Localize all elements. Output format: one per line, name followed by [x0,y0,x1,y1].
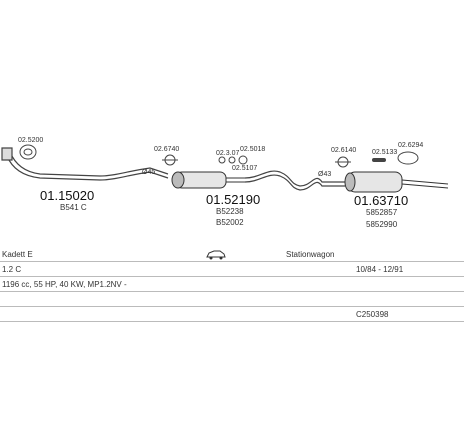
info-row-model: Kadett E Stationwagon [0,247,464,262]
engine-spec: 1196 cc, 55 HP, 40 KW, MP1.2NV - [2,280,127,289]
rear-hanger-code: 02.6140 [331,147,356,154]
front-pipe-oe-no: B541 C [60,203,87,212]
info-row-empty [0,292,464,307]
rear-silencer[interactable] [344,171,449,193]
rear-hanger-2-code: 02.6294 [398,142,423,149]
center-silencer[interactable] [171,171,245,189]
catalog-code: C250398 [356,310,389,319]
front-clamp-code: 02.5200 [18,137,43,144]
front-pipe[interactable] [1,147,169,181]
center-clamps-icon [218,155,248,165]
rear-silencer-oe-no-2: 5852990 [366,220,398,229]
rear-hanger-2-icon [397,151,419,165]
center-silencer-oe-no-2: B52002 [216,218,244,227]
rubber-mount-icon [372,158,386,162]
car-icon [206,250,226,260]
front-clamp-icon [19,144,37,160]
exhaust-system-diagram: 02.5200 01.15020 B541 C Ø45 02.6740 02.3… [1,137,449,229]
center-silencer-oe-no-1: B52238 [216,207,244,216]
rear-pipe-diameter: Ø43 [318,171,331,178]
production-years: 10/84 - 12/91 [356,265,404,274]
center-hanger-code: 02.6740 [154,146,179,153]
info-row-spec: 1196 cc, 55 HP, 40 KW, MP1.2NV - [0,277,464,292]
model-name: Kadett E [2,250,33,259]
info-row-code: C250398 [0,307,464,322]
center-clamp1-code: 02.3.07 [216,150,239,157]
front-pipe-part-no: 01.15020 [40,188,94,203]
engine: 1.2 C [2,265,22,274]
middle-pipe[interactable] [244,170,345,191]
center-clamp3-code: 02.5107 [232,165,257,172]
body-type: Stationwagon [286,250,335,259]
front-pipe-diameter: Ø45 [142,169,155,176]
rear-hanger-icon [335,156,351,168]
rubber-mount-code: 02.5133 [372,149,397,156]
rear-silencer-part-no: 01.63710 [354,193,408,208]
center-clamp2-code: 02.5018 [240,146,265,153]
vehicle-info-table: Kadett E Stationwagon 1.2 C 10/84 - 12/9… [0,247,464,337]
rear-silencer-oe-no-1: 5852857 [366,208,398,217]
center-silencer-part-no: 01.52190 [206,192,260,207]
info-row-engine: 1.2 C 10/84 - 12/91 [0,262,464,277]
center-hanger-icon [162,154,178,166]
